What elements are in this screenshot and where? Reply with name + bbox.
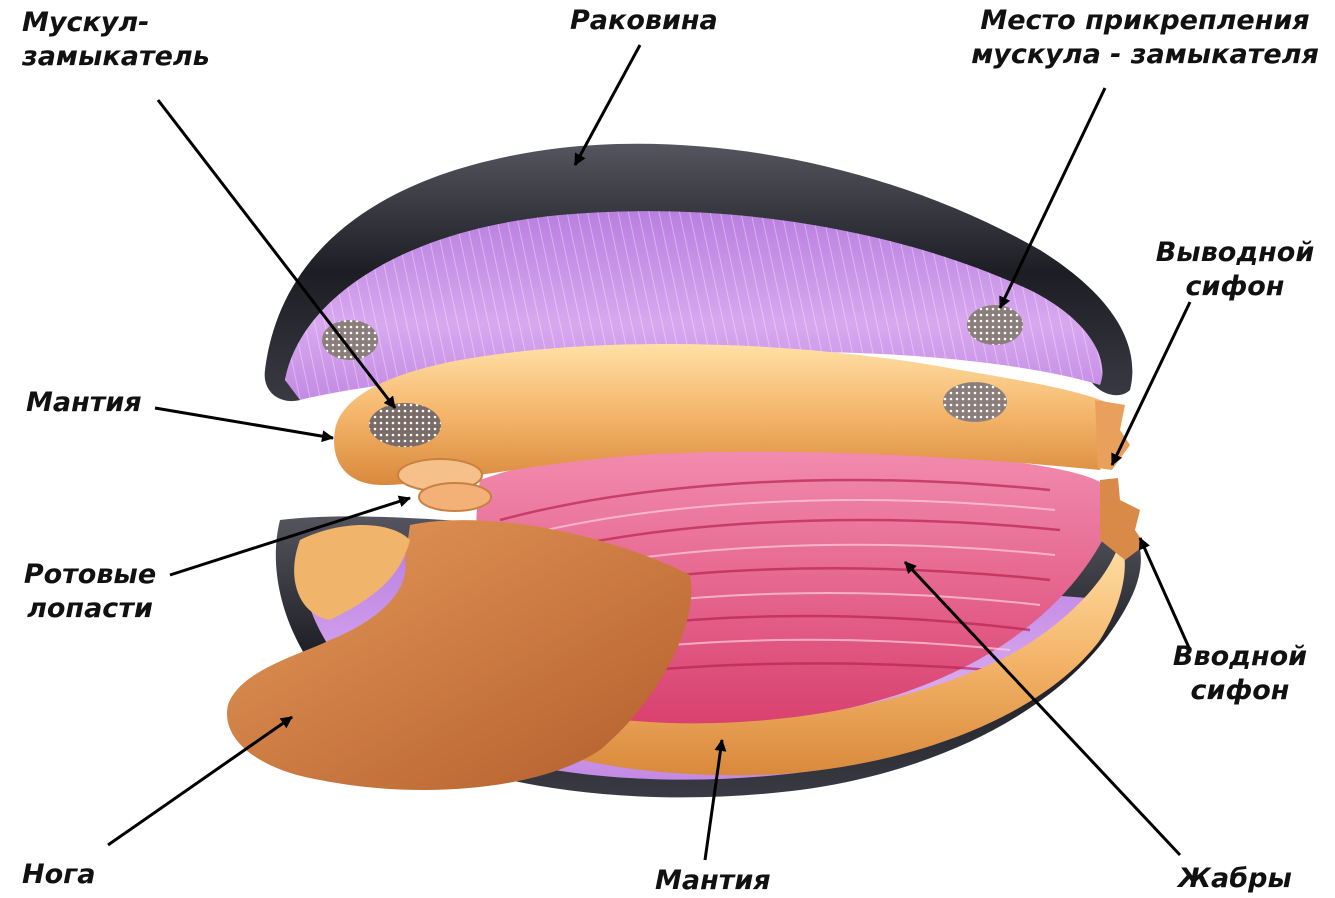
arrow-inhalant bbox=[1140, 538, 1190, 650]
label-shell: Раковина bbox=[570, 4, 718, 38]
label-oral-lobes: Ротовые лопасти bbox=[15, 558, 165, 626]
label-adductor-muscle: Мускул- замыкатель bbox=[22, 6, 210, 74]
label-exhalant-siphon: Выводной сифон bbox=[1150, 236, 1320, 304]
label-mantle-bottom: Мантия bbox=[655, 864, 771, 898]
label-mantle-left: Мантия bbox=[26, 386, 142, 420]
label-foot: Нога bbox=[22, 858, 95, 892]
arrow-foot bbox=[108, 717, 292, 845]
arrow-mantle-left bbox=[155, 408, 333, 438]
label-gills: Жабры bbox=[1178, 862, 1292, 896]
oral-lobe-lower bbox=[419, 483, 491, 511]
label-inhalant-siphon: Вводной сифон bbox=[1155, 640, 1325, 708]
label-muscle-attachment: Место прикрепления мускула - замыкателя bbox=[960, 4, 1330, 72]
